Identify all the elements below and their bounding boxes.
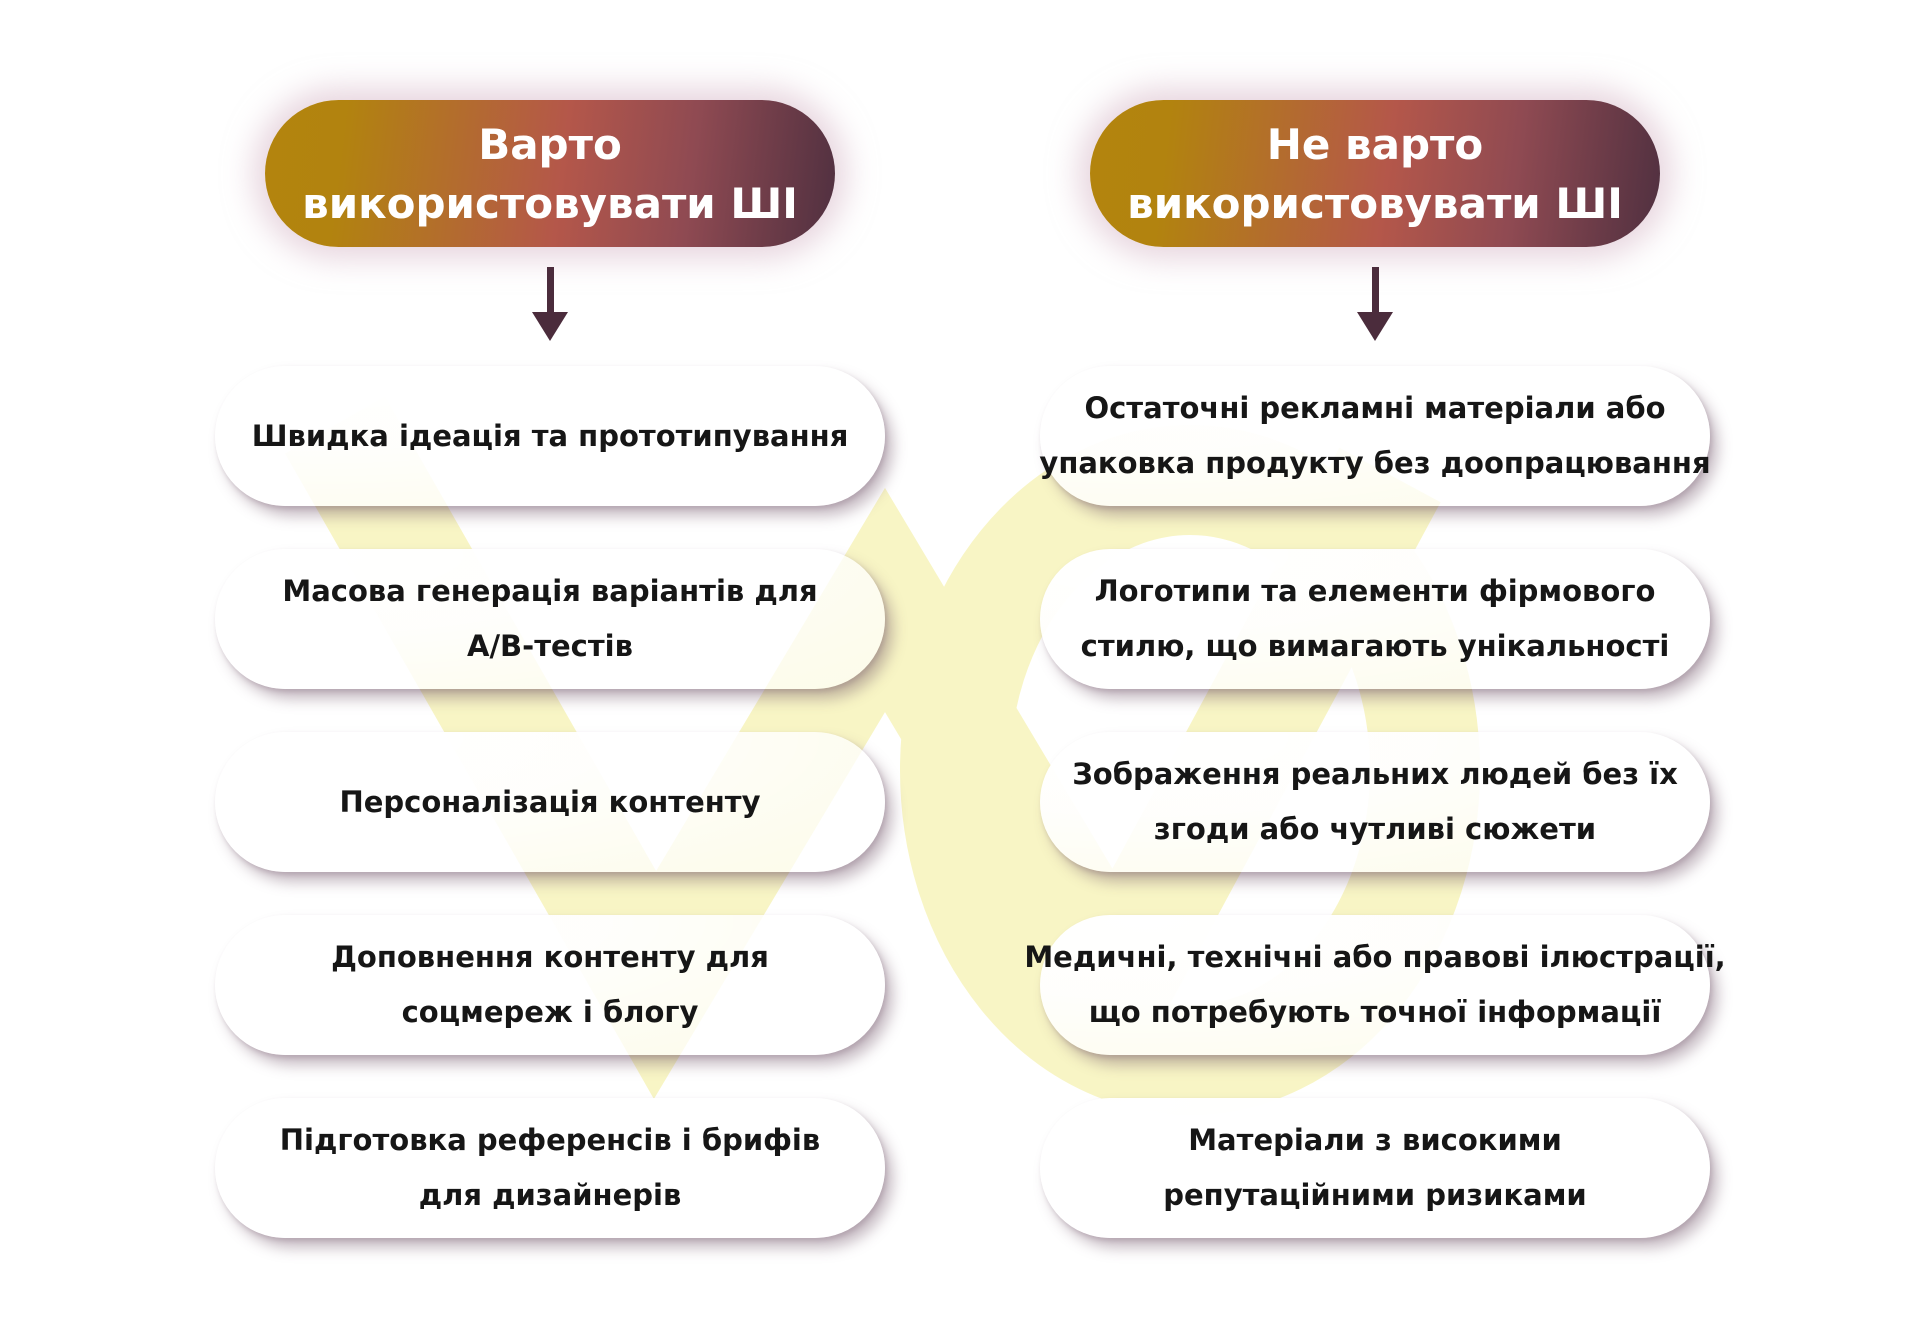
item-line: Логотипи та елементи фірмового — [1094, 574, 1656, 608]
item-line: стилю, що вимагають унікальності — [1080, 629, 1670, 663]
item-line: Доповнення контенту для — [331, 940, 769, 974]
list-item: Матеріали з високими репутаційними ризик… — [1040, 1098, 1710, 1238]
use-ai-header-line: використовувати ШІ — [302, 178, 798, 228]
item-line: згоди або чутливі сюжети — [1153, 812, 1597, 846]
item-line: для дизайнерів — [418, 1178, 682, 1212]
list-item: Доповнення контенту для соцмереж і блогу — [215, 915, 885, 1055]
item-line: Остаточні рекламні матеріали або — [1084, 391, 1666, 425]
list-item: Медичні, технічні або правові ілюстрації… — [1024, 915, 1726, 1055]
item-line: соцмереж і блогу — [401, 995, 699, 1029]
down-arrow-icon — [532, 267, 568, 341]
item-line: репутаційними ризиками — [1163, 1178, 1587, 1212]
avoid-ai-header-line: Не варто — [1266, 119, 1484, 169]
item-line: Масова генерація варіантів для — [282, 574, 818, 608]
item-line: А/В-тестів — [467, 629, 633, 663]
item-line: Персоналізація контенту — [339, 784, 761, 819]
use-ai-header-line: Варто — [478, 119, 622, 169]
down-arrow-stem — [546, 267, 554, 312]
down-arrow-icon — [1357, 267, 1393, 341]
item-line: Медичні, технічні або правові ілюстрації… — [1024, 940, 1726, 974]
list-item: Швидка ідеація та прототипування — [215, 366, 885, 506]
item-line: Підготовка референсів і брифів — [279, 1123, 821, 1157]
down-arrow-head — [532, 312, 568, 341]
item-line: упаковка продукту без доопрацювання — [1039, 446, 1711, 480]
item-line: Матеріали з високими — [1188, 1123, 1562, 1157]
item-line: що потребують точної інформації — [1088, 995, 1662, 1029]
avoid-ai-header: Не варто використовувати ШІ — [1090, 100, 1660, 247]
use-ai-column: Швидка ідеація та прототипування Масова … — [215, 0, 885, 1330]
avoid-ai-header-line: використовувати ШІ — [1127, 178, 1623, 228]
item-line: Зображення реальних людей без їх — [1072, 757, 1678, 791]
list-item: Логотипи та елементи фірмового стилю, що… — [1040, 549, 1710, 689]
list-item: Зображення реальних людей без їх згоди а… — [1040, 732, 1710, 872]
down-arrow-stem — [1371, 267, 1379, 312]
list-item: Персоналізація контенту — [215, 732, 885, 872]
avoid-ai-column: Остаточні рекламні матеріали або упаковк… — [1024, 0, 1726, 1330]
list-item: Підготовка референсів і брифів для дизай… — [215, 1098, 885, 1238]
list-item: Остаточні рекламні матеріали або упаковк… — [1039, 366, 1711, 506]
down-arrow-head — [1357, 312, 1393, 341]
list-item: Масова генерація варіантів для А/В-тесті… — [215, 549, 885, 689]
item-line: Швидка ідеація та прототипування — [251, 418, 849, 453]
use-ai-header: Варто використовувати ШІ — [265, 100, 835, 247]
